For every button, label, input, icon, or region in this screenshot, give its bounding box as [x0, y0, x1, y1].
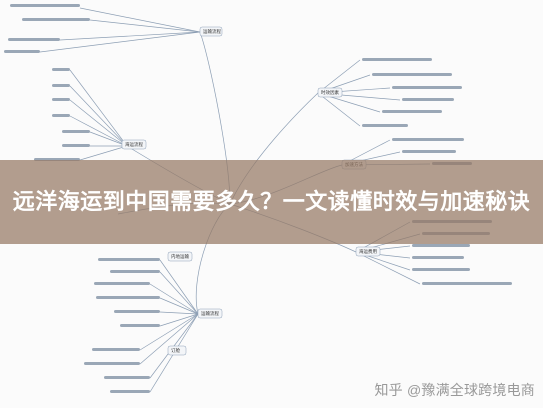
node-label-4: 运输流程 [201, 310, 219, 317]
node-label-8: 订舱 [171, 347, 180, 354]
node-label-2: 时效因素 [321, 89, 339, 96]
node-label-3: 海运费用 [359, 248, 377, 255]
title-banner: 远洋海运到中国需要多久？一文读懂时效与加速秘诀 [0, 160, 543, 244]
node-label-7: 内地运输 [171, 253, 189, 260]
watermark: 知乎 @豫满全球跨境电商 [374, 382, 535, 398]
node-label-1: 运输流程 [203, 28, 221, 35]
mindmap-leaf-texts [4, 4, 512, 393]
node-label-5: 海运流程 [125, 141, 143, 148]
page-title: 远洋海运到中国需要多久？一文读懂时效与加速秘诀 [12, 189, 531, 214]
